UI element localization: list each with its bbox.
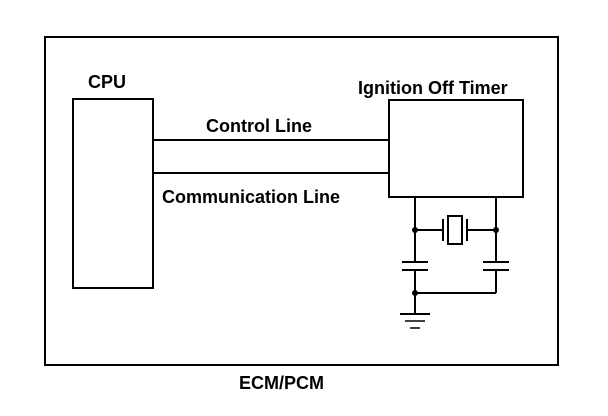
crystal-icon — [442, 215, 468, 245]
capacitor-right-icon — [483, 261, 509, 271]
communication-line-label: Communication Line — [162, 187, 340, 207]
junction-dot — [412, 290, 418, 296]
junction-dot — [493, 227, 499, 233]
cpu-block — [72, 98, 154, 289]
control-line-label: Control Line — [206, 116, 312, 136]
ignition-off-timer-label: Ignition Off Timer — [358, 78, 508, 98]
ground-icon — [400, 313, 430, 329]
capacitor-left-icon — [402, 261, 428, 271]
cpu-label: CPU — [88, 72, 126, 92]
ecm-pcm-enclosure — [44, 36, 559, 366]
ecm-pcm-label: ECM/PCM — [239, 373, 324, 393]
crystal-oscillator-circuit — [400, 197, 509, 329]
junction-dot — [412, 227, 418, 233]
ignition-off-timer-block — [388, 99, 524, 198]
